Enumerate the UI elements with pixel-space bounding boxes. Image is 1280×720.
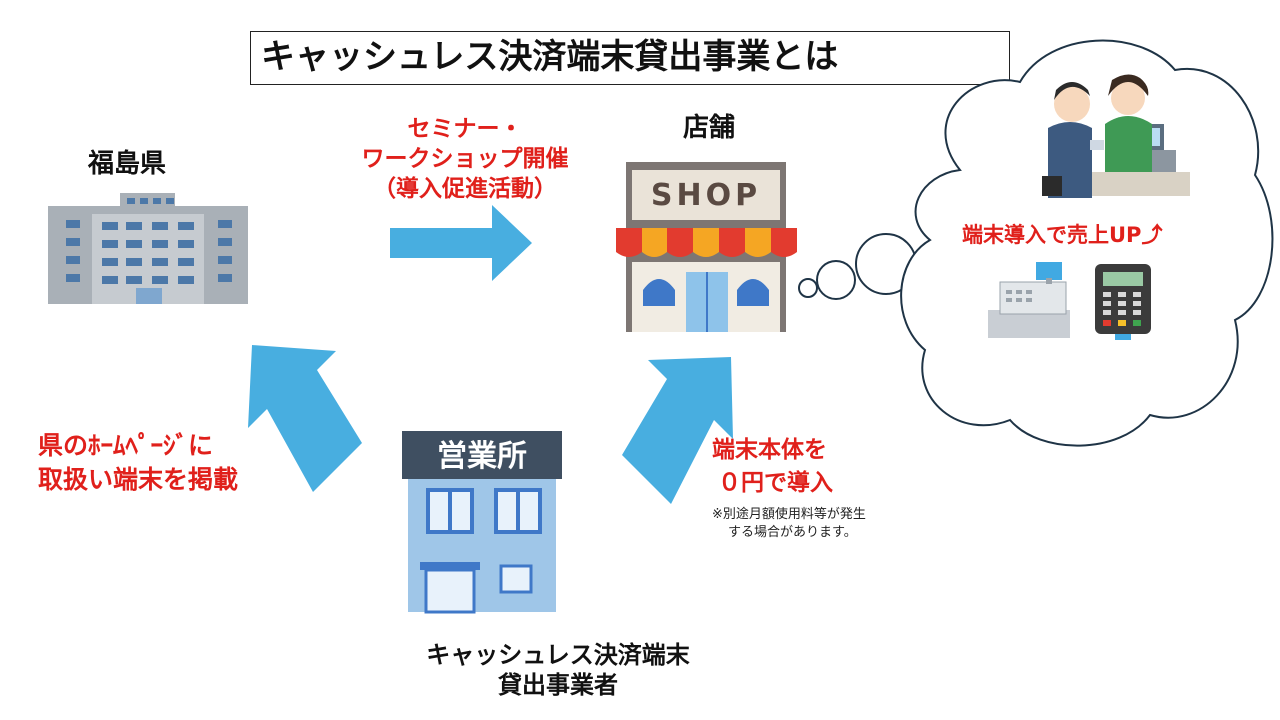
shop-icon: SHOP bbox=[616, 162, 797, 332]
cashier-scene-icon bbox=[1042, 74, 1190, 198]
fee-note: ※別途月額使用料等が発生 する場合があります。 bbox=[712, 506, 866, 542]
provider-label-line2: 貸出事業者 bbox=[498, 671, 618, 699]
terminal-label-line2: ０円で導入 bbox=[718, 470, 833, 496]
homepage-label-line2: 取扱い端末を掲載 bbox=[38, 465, 239, 494]
seminar-label: セミナー・ ワークショップ開催 （導入促進活動） bbox=[340, 114, 590, 204]
provider-label-line1: キャッシュレス決済端末 bbox=[426, 641, 690, 669]
homepage-label-line1: 県のﾎｰﾑﾍﾟｰｼﾞに bbox=[38, 431, 214, 460]
office-sign-text: 営業所 bbox=[437, 439, 527, 474]
shop-sign-text: SHOP bbox=[651, 178, 761, 213]
seminar-label-line1: セミナー・ bbox=[407, 116, 523, 142]
fee-note-line1: ※別途月額使用料等が発生 bbox=[712, 507, 866, 522]
terminal-label: 端末本体を ０円で導入 bbox=[712, 434, 833, 500]
arrow-to-store-from-provider bbox=[622, 357, 733, 504]
arrow-to-prefecture bbox=[248, 345, 362, 492]
seminar-label-line2: ワークショップ開催 bbox=[361, 146, 569, 172]
provider-label: キャッシュレス決済端末 貸出事業者 bbox=[408, 640, 708, 700]
bubble-text: 端末導入で売上UP⤴ bbox=[962, 223, 1163, 247]
thought-bubble bbox=[798, 39, 1274, 447]
seminar-label-line3: （導入促進活動） bbox=[373, 176, 557, 202]
arrow-to-store bbox=[390, 205, 532, 281]
cash-register-icon bbox=[988, 262, 1070, 338]
prefecture-building-icon bbox=[48, 193, 248, 304]
diagram-title: キャッシュレス決済端末貸出事業とは bbox=[250, 31, 1010, 85]
homepage-label: 県のﾎｰﾑﾍﾟｰｼﾞに 取扱い端末を掲載 bbox=[38, 429, 238, 497]
store-label: 店舗 bbox=[683, 113, 736, 143]
prefecture-label: 福島県 bbox=[88, 149, 167, 179]
office-icon: 営業所 bbox=[402, 431, 562, 614]
payment-terminal-icon bbox=[1095, 264, 1151, 340]
fee-note-line2: する場合があります。 bbox=[728, 525, 857, 540]
terminal-label-line1: 端末本体を bbox=[712, 437, 827, 463]
